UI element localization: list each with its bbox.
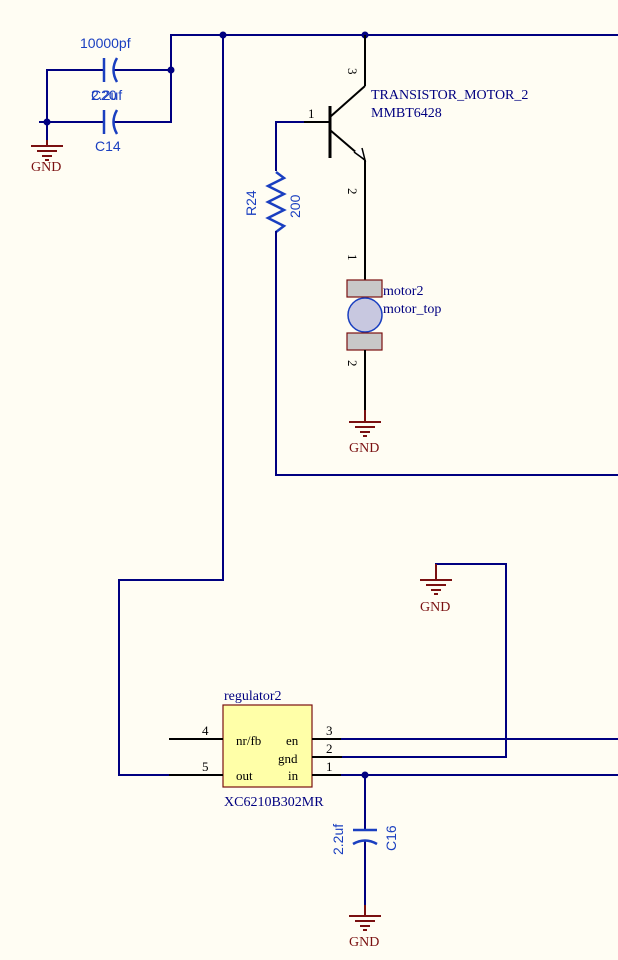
regulator-xc6210[interactable]: nr/fb out en gnd in 4 5 3 2 1 <box>169 704 342 788</box>
capacitor-c20[interactable] <box>102 57 119 83</box>
regulator-pin-5: 5 <box>202 759 209 774</box>
regulator-designator: regulator2 <box>224 689 282 704</box>
c20-value: 10000pf <box>80 35 131 51</box>
ground-symbol <box>349 410 381 437</box>
capacitor-c14[interactable] <box>102 109 119 135</box>
transistor-pin-collector: 3 <box>345 68 360 75</box>
regulator-part: XC6210B302MR <box>224 795 324 810</box>
transistor-pin-base: 1 <box>308 106 315 121</box>
motor-top[interactable]: 1 2 <box>345 220 383 420</box>
regulator-pin-in-label: in <box>288 768 299 783</box>
regulator-gnd-wire <box>311 563 507 758</box>
gnd-label: GND <box>349 441 379 456</box>
top-decoupling-caps: 10000pf C20 2.2uf C14 GND <box>31 31 618 175</box>
ground-symbol <box>420 564 452 595</box>
r24-value: 200 <box>287 194 303 218</box>
ground-symbol <box>31 140 63 161</box>
c16-value: 2.2uf <box>330 824 346 855</box>
regulator-pin-en-label: en <box>286 733 299 748</box>
transistor-pin-emitter: 2 <box>345 188 360 195</box>
ground-symbol <box>349 905 381 931</box>
base-wire <box>275 121 304 171</box>
junction-dot <box>167 66 175 74</box>
regulator-pin-nrfb-label: nr/fb <box>236 733 261 748</box>
resistor-control-wire <box>275 231 618 476</box>
junction-dot <box>43 118 51 126</box>
gnd-label: GND <box>420 600 450 615</box>
motor-part: motor_top <box>383 302 441 317</box>
capacitor-c16[interactable] <box>352 828 378 846</box>
regulator-pin-gnd-label: gnd <box>278 751 298 766</box>
transistor-part: MMBT6428 <box>371 106 442 121</box>
regulator-pin-1: 1 <box>326 759 333 774</box>
transistor-mmbt6428[interactable]: 3 1 2 <box>303 35 367 220</box>
resistor-r24[interactable] <box>265 171 287 233</box>
motor-pin-bottom: 2 <box>345 360 360 367</box>
regulator-pin-2: 2 <box>326 741 333 756</box>
c20-designator: C20 <box>91 87 117 103</box>
c14-value: 2.2uf <box>91 87 122 103</box>
regulator-pin-4: 4 <box>202 723 209 738</box>
regulator-pin-3: 3 <box>326 723 333 738</box>
regulator-pin-out-label: out <box>236 768 253 783</box>
motor-designator: motor2 <box>383 284 423 299</box>
power-feed-wire <box>118 34 224 776</box>
c16-designator: C16 <box>383 825 399 851</box>
c14-designator: C14 <box>95 138 121 154</box>
r24-designator: R24 <box>243 190 259 216</box>
motor-pin-top: 1 <box>345 254 360 261</box>
gnd-label: GND <box>31 160 61 175</box>
transistor-designator: TRANSISTOR_MOTOR_2 <box>371 88 528 103</box>
gnd-label: GND <box>349 935 379 950</box>
